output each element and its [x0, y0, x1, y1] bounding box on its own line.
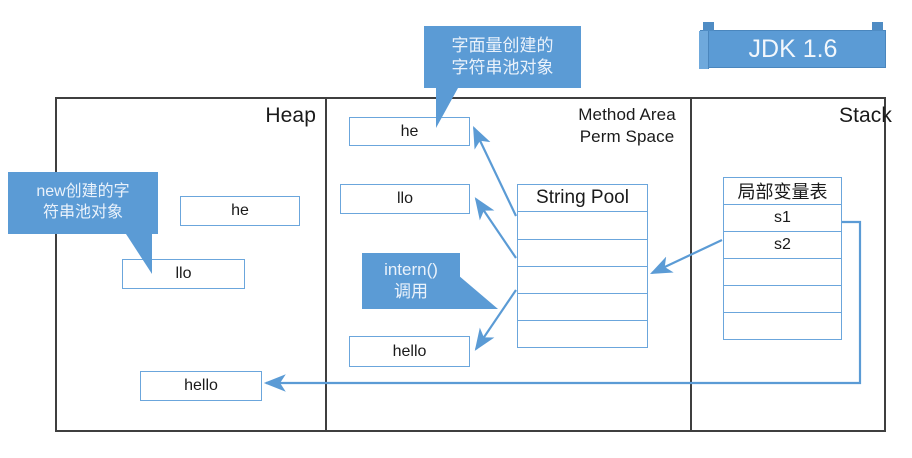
string-pool-row	[518, 212, 647, 240]
method-area-region-title: Method Area Perm Space	[578, 105, 676, 146]
string-pool-row	[518, 240, 647, 267]
heap-object-hello: hello	[140, 371, 262, 401]
ribbon-fold-left-icon	[699, 31, 709, 69]
callout-new-string-object: new创建的字 符串池对象	[8, 172, 158, 274]
ribbon-notch-left-icon	[703, 22, 714, 31]
local-variable-row	[724, 286, 841, 314]
callout-new-label: new创建的字 符串池对象	[36, 183, 130, 221]
callout-tail-icon	[436, 88, 458, 128]
callout-tail-icon	[458, 275, 498, 309]
string-pool-row	[518, 321, 647, 348]
local-variable-row-s2: s2	[724, 232, 841, 260]
ribbon-notch-right-icon	[872, 22, 883, 31]
local-variable-table: 局部变量表 s1 s2	[723, 177, 842, 340]
jdk-version-label: JDK 1.6	[748, 34, 838, 63]
memory-regions-frame	[55, 97, 886, 432]
heap-region-title: Heap	[265, 104, 316, 127]
method-stack-divider	[690, 97, 692, 432]
callout-tail-icon	[126, 234, 152, 274]
perm-object-hello: hello	[349, 336, 470, 367]
string-pool-header: String Pool	[518, 185, 647, 213]
local-variable-table-header: 局部变量表	[724, 178, 841, 206]
heap-object-llo: llo	[122, 259, 245, 289]
stack-region-title: Stack	[838, 104, 892, 127]
callout-literal-string-pool: 字面量创建的 字符串池对象	[424, 26, 581, 128]
jdk-version-badge: JDK 1.6	[699, 22, 886, 69]
string-pool-row	[518, 294, 647, 322]
callout-literal-label: 字面量创建的 字符串池对象	[451, 35, 554, 77]
string-pool-table: String Pool	[517, 184, 648, 348]
local-variable-row-s1: s1	[724, 205, 841, 233]
string-pool-row	[518, 267, 647, 295]
perm-object-llo: llo	[340, 184, 470, 214]
callout-intern-label: intern() 调用	[384, 259, 438, 301]
perm-object-he: he	[349, 117, 470, 146]
heap-object-he: he	[180, 196, 300, 226]
local-variable-row	[724, 313, 841, 340]
callout-intern-call: intern() 调用	[362, 253, 498, 309]
local-variable-row	[724, 259, 841, 287]
heap-method-divider	[325, 97, 327, 432]
